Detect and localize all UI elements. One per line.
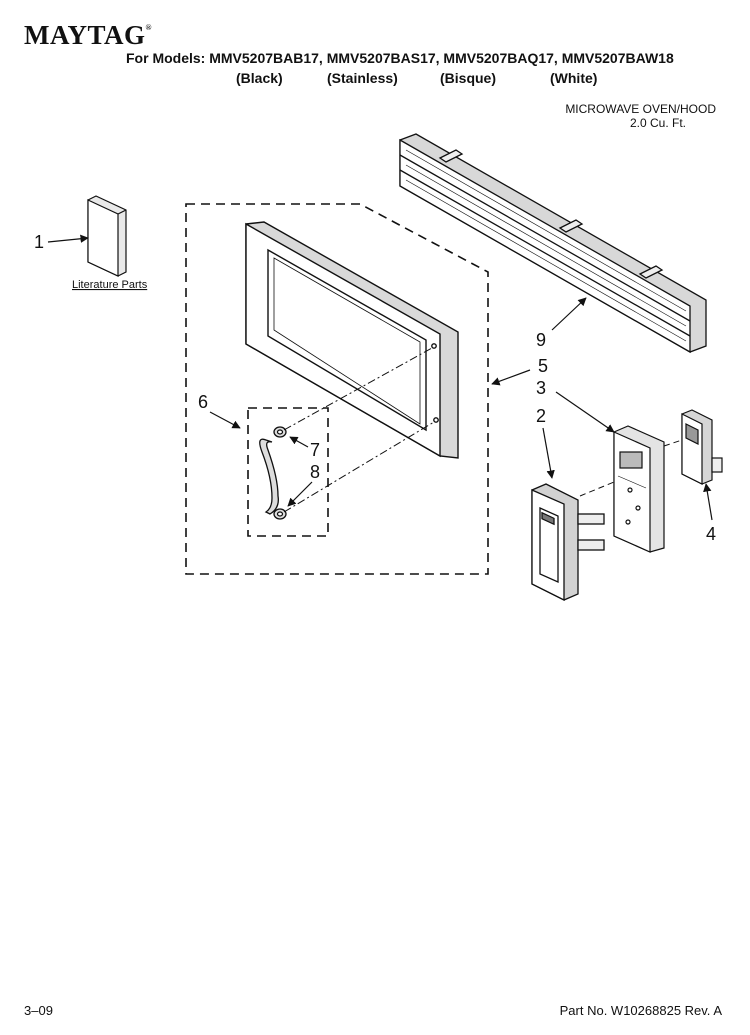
- side-panel: [681, 409, 723, 485]
- door-assembly-outline: [185, 203, 489, 575]
- brand-logo: MAYTAG®: [24, 20, 152, 50]
- door-frame: [245, 221, 459, 459]
- callout-5: 5: [538, 356, 548, 376]
- product-capacity: 2.0 Cu. Ft.: [629, 116, 686, 130]
- callout-4: 4: [706, 524, 716, 544]
- door-handle: [259, 426, 287, 520]
- callout-6: 6: [198, 392, 208, 412]
- callout-3: 3: [536, 378, 546, 398]
- callout-1: 1: [34, 232, 44, 252]
- callout-9: 9: [536, 330, 546, 350]
- page-number: 3–09: [24, 1003, 53, 1018]
- color-stainless: (Stainless): [327, 70, 398, 86]
- color-bisque: (Bisque): [440, 70, 496, 86]
- product-type: MICROWAVE OVEN/HOOD: [565, 102, 716, 116]
- handle-outline: [247, 407, 329, 537]
- callout-2: 2: [536, 406, 546, 426]
- part-number: Part No. W10268825 Rev. A: [559, 1003, 722, 1018]
- literature-booklet: [87, 195, 127, 277]
- callout-7: 7: [310, 440, 320, 460]
- models-line: For Models: MMV5207BAB17, MMV5207BAS17, …: [126, 50, 674, 66]
- vent-grille: [399, 133, 707, 354]
- control-panel: [531, 483, 605, 602]
- control-housing: [613, 425, 665, 553]
- color-white: (White): [550, 70, 598, 86]
- literature-parts-label: Literature Parts: [72, 279, 148, 291]
- callout-8: 8: [310, 462, 320, 482]
- color-black: (Black): [236, 70, 283, 86]
